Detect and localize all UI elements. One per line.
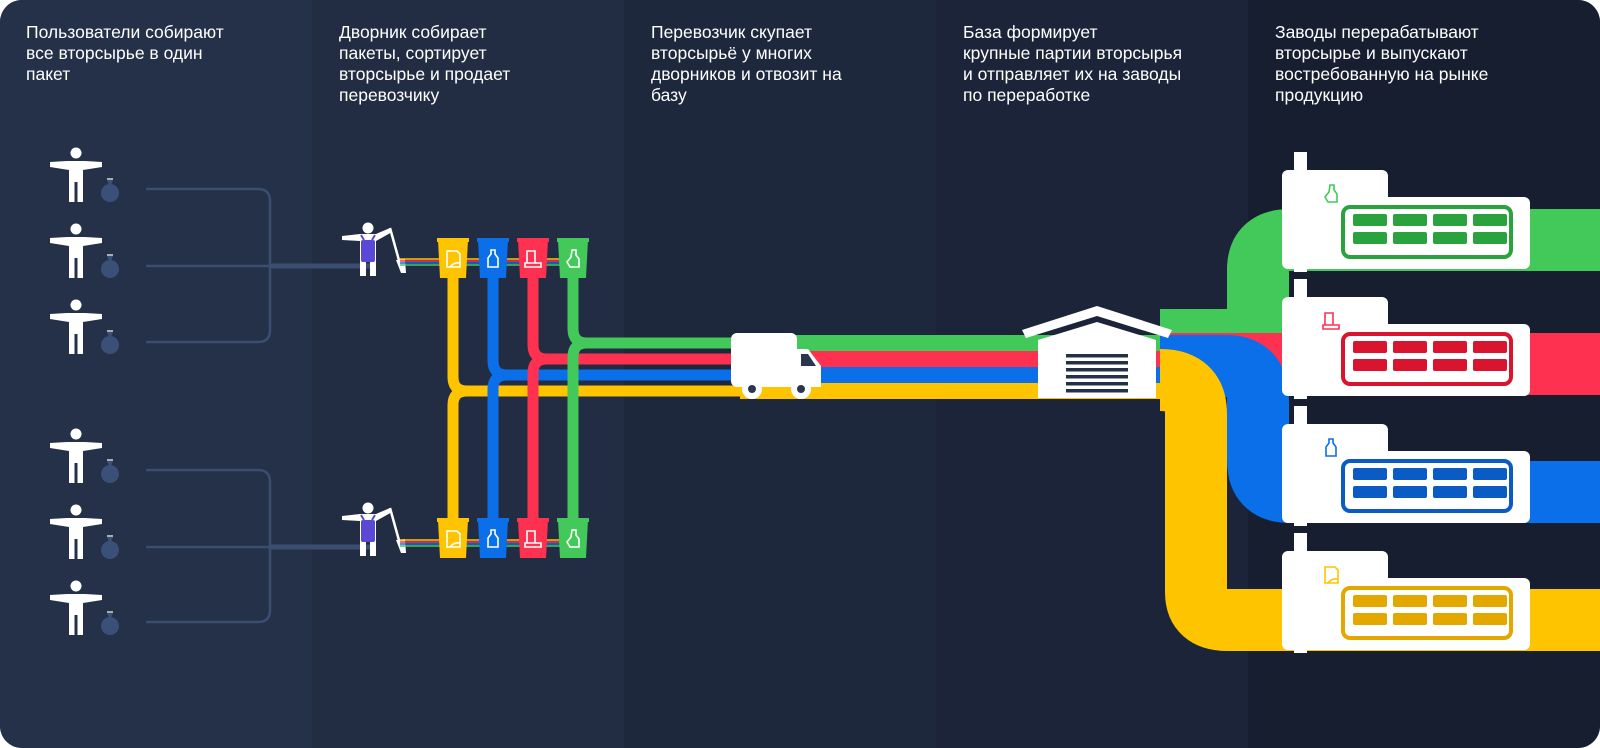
route-plastic [1160, 335, 1600, 523]
trash-bag-icon [101, 330, 119, 354]
user-connector-lines [146, 187, 370, 344]
person-icon [50, 299, 102, 354]
paper-icon [446, 530, 461, 548]
can-icon [524, 530, 542, 548]
plant-plastic [1282, 406, 1530, 526]
person-icon [50, 223, 102, 278]
flow-line-glass-lower [567, 337, 588, 520]
caption-carrier: Перевозчик скупает вторсырьё у многих дв… [651, 22, 842, 105]
paper-icon [446, 250, 461, 268]
bin-metal [517, 238, 549, 278]
caption-plants: Заводы перерабатывают вторсырье и выпуск… [1275, 22, 1489, 105]
person-icon [50, 428, 102, 483]
plant-metal [1282, 279, 1530, 399]
caption-janitor: Дворник собирает пакеты, сортирует вторс… [339, 22, 511, 105]
trash-bag-icon [101, 611, 119, 635]
bin-glass [557, 518, 589, 558]
can-icon [524, 250, 542, 268]
can-icon [1322, 312, 1340, 330]
flow-line-paper-lower [447, 385, 468, 520]
person-icon [50, 580, 102, 635]
flow-line-metal-lower [527, 353, 548, 520]
paper-icon [1324, 566, 1339, 584]
person-icon [50, 147, 102, 202]
trash-bag-icon [101, 459, 119, 483]
stage-column-users [0, 0, 312, 748]
bin-plastic [477, 518, 509, 558]
bin-paper [437, 518, 469, 558]
user-connector-lines [146, 468, 370, 624]
bin-glass [557, 238, 589, 278]
flow-line-glass [567, 278, 740, 349]
bin-paper [437, 238, 469, 278]
plant-paper [1282, 533, 1530, 653]
bin-metal [517, 518, 549, 558]
glass-bottle-icon [1324, 184, 1338, 203]
warehouse-icon [1022, 306, 1172, 398]
bottle-icon [487, 249, 499, 268]
plant-glass [1282, 152, 1530, 272]
trash-bag-icon [101, 535, 119, 559]
glass-bottle-icon [566, 249, 580, 268]
route-paper [1158, 349, 1600, 651]
bottle-icon [487, 529, 499, 548]
caption-base: База формирует крупные партии вторсырья … [963, 22, 1183, 105]
glass-bottle-icon [566, 529, 580, 548]
bottle-icon [1325, 438, 1337, 457]
truck-icon [731, 333, 821, 399]
bin-plastic [477, 238, 509, 278]
caption-users: Пользователи собирают все вторсырье в од… [26, 22, 224, 84]
trash-bag-icon [101, 254, 119, 278]
flow-line-plastic-lower [487, 369, 508, 520]
trash-bag-icon [101, 178, 119, 202]
person-icon [50, 504, 102, 559]
